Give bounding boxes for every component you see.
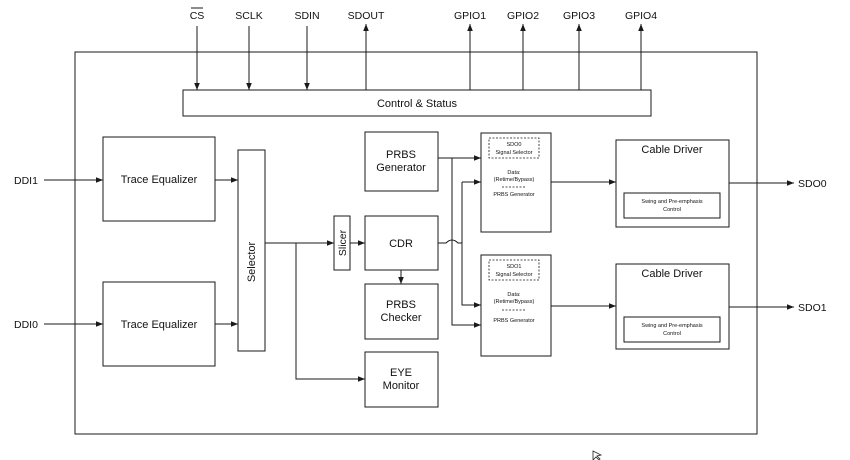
prbs-generator-label-1: PRBS [386,149,416,161]
selector-label: Selector [246,241,258,282]
pin-cs-label: CS [190,10,205,22]
top-pins: CS SCLK SDIN SDOUT GPIO1 GPIO2 GPIO3 GPI… [190,7,657,97]
sdo0-data-label-1: Data: [507,170,521,176]
mouse-cursor-icon [592,450,603,460]
output-sdo1-label: SDO1 [798,302,827,314]
eye-monitor-label-1: EYE [390,367,412,379]
slicer-label: Slicer [337,229,349,256]
input-ddi1-label: DDI1 [14,175,38,187]
prbs-checker-label-1: PRBS [386,299,416,311]
cable-driver-1-title: Cable Driver [641,268,702,280]
cable-driver-1-control [623,316,721,343]
prbs-checker-block [364,283,439,340]
pin-sdin-label: SDIN [294,10,319,22]
prbs-generator-label-2: Generator [376,162,426,174]
pin-gpio2-label: GPIO2 [507,10,539,22]
cable-driver-1-control-label-1: Swing and Pre-emphasis [641,323,702,329]
trace-equalizer-top [102,136,216,222]
sdo0-prbs-generator-label: PRBS Generator [493,192,534,198]
sdo1-signal-selector-label-2: Signal Selector [496,272,533,278]
pin-sclk-label: SCLK [235,10,262,22]
cable-driver-1-control-label-2: Control [663,331,681,337]
eye-monitor-block [364,351,439,408]
pin-gpio4-label: GPIO4 [625,10,657,22]
cdr-block [364,215,439,271]
trace-equalizer-bottom [102,281,216,367]
input-ddi0-label: DDI0 [14,319,38,331]
cable-driver-0-control-label-2: Control [663,207,681,213]
sdo1-signal-selector [488,259,540,281]
trace-equalizer-top-label: Trace Equalizer [121,174,198,186]
pin-gpio1-label: GPIO1 [454,10,486,22]
sdo0-data-label-2: (Retime/Bypass) [494,177,535,183]
trace-equalizer-bottom-label: Trace Equalizer [121,319,198,331]
control-status-label: Control & Status [377,98,458,110]
sdo0-signal-selector-label-2: Signal Selector [496,150,533,156]
selector-block [237,149,266,352]
sdo0-signal-selector-label-1: SDO0 [507,142,522,148]
sdo1-mux-block [480,254,552,357]
cdr-label: CDR [389,238,413,250]
cable-driver-0-title: Cable Driver [641,144,702,156]
eye-monitor-label-2: Monitor [383,380,420,392]
sdo1-data-label-2: (Retime/Bypass) [494,299,535,305]
wire-selector-to-eye-monitor [295,243,365,382]
wire-cdr-hop [438,239,462,244]
sdo1-signal-selector-label-1: SDO1 [507,264,522,270]
pin-gpio3-label: GPIO3 [563,10,595,22]
cable-driver-0-control-label-1: Swing and Pre-emphasis [641,199,702,205]
wire-prbs-gen-to-mux1 [451,158,481,328]
pin-sdout-label: SDOUT [348,10,385,22]
sdo0-signal-selector [488,137,540,159]
sdo1-prbs-generator-label: PRBS Generator [493,318,534,324]
routing-wires [438,155,481,328]
control-status-block [182,89,652,117]
sdo1-data-label-1: Data: [507,292,521,298]
prbs-generator-block [364,131,439,192]
cable-driver-0-control [623,192,721,219]
prbs-checker-label-2: Checker [381,312,422,324]
output-sdo0-label: SDO0 [798,178,827,190]
